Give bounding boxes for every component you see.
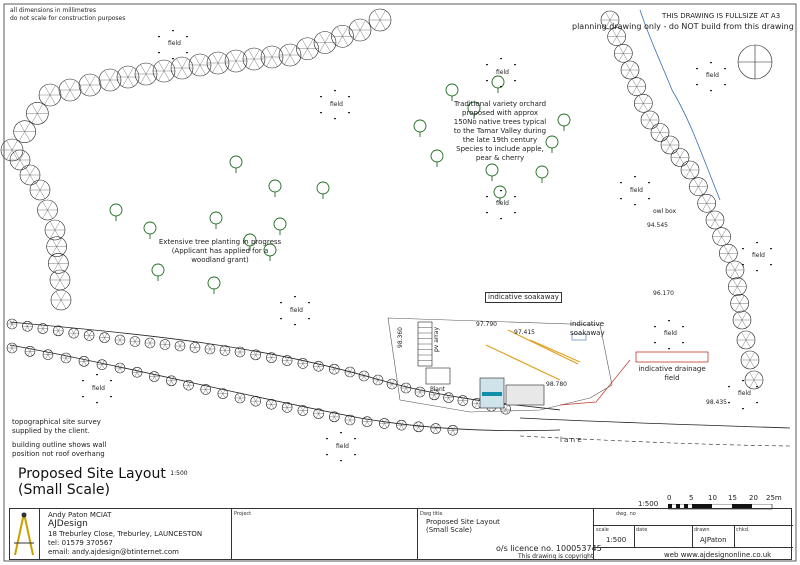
tree-symbol	[263, 243, 277, 261]
spot-level: 94.545	[647, 222, 668, 229]
field-label: field	[336, 443, 349, 450]
tree-symbol	[207, 276, 221, 294]
drainage-pipe	[559, 359, 631, 406]
lane-upper	[519, 417, 791, 429]
note-line: pear & cherry	[475, 154, 525, 162]
spot-level: 98.435	[706, 399, 727, 406]
sheet-border	[3, 3, 797, 562]
hedgerows	[0, 8, 764, 436]
spot-level: 97.790	[476, 321, 497, 328]
site-boundary	[387, 317, 613, 413]
lane-label: l a n e	[560, 436, 582, 444]
note-line: (Applicant has applied for a	[171, 247, 269, 255]
note-line: position not roof overhang	[12, 450, 105, 458]
tree-symbol	[485, 163, 499, 181]
tree-symbol	[151, 263, 165, 281]
scale-bar-graphic	[668, 504, 773, 510]
tree-symbol	[545, 135, 559, 153]
spot-level: 98.780	[546, 381, 567, 388]
note-line: supplied by the client.	[12, 427, 90, 435]
spot-level: 98.360	[397, 327, 404, 348]
field-label: field	[664, 330, 677, 337]
note-line: woodland grant)	[191, 256, 249, 264]
spot-level: 97.415	[514, 329, 535, 336]
tree-symbol	[445, 83, 459, 101]
tree-symbol	[229, 155, 243, 173]
road-lower-edge	[9, 344, 561, 432]
tree-symbol	[493, 185, 507, 203]
drainage-field-rect	[635, 351, 709, 363]
note-line: the late 19th century	[462, 136, 538, 144]
drainage-field-label: indicative drainage field	[638, 365, 706, 382]
fullsize-note: THIS DRAWING IS FULLSIZE AT A3	[662, 12, 781, 20]
tree-symbol	[209, 211, 223, 229]
soakaway-box	[571, 333, 587, 341]
meta-cell: dwg. no scale 1:500 date drawn AJPaton c…	[594, 509, 793, 559]
stream-line	[639, 9, 721, 201]
orchard-trees	[109, 75, 571, 294]
note-line: 150No native trees typical	[453, 118, 547, 126]
tree-symbol	[243, 233, 257, 251]
lane-lower	[519, 435, 791, 447]
tree-symbol	[413, 119, 427, 137]
pv-array-label: pv array	[433, 327, 440, 352]
dwg-title-cell: Dwg title Proposed Site Layout (Small Sc…	[420, 509, 602, 560]
project-cell: Project	[232, 509, 418, 559]
plant-enclosure	[425, 367, 451, 385]
field-label: field	[168, 40, 181, 47]
planning-warning: planning drawing only - do NOT build fro…	[572, 22, 794, 31]
note-line: Traditional variety orchard	[453, 100, 547, 108]
tree-symbol	[316, 181, 330, 199]
pv-array-panels	[418, 327, 432, 361]
field-label: field	[706, 72, 719, 79]
tree-symbol	[557, 113, 571, 131]
author-cell: Andy Paton MCIAT AJDesign 18 Treburley C…	[40, 509, 232, 559]
note-line: Species to include apple,	[456, 145, 544, 153]
note-line: proposed with approx	[462, 109, 538, 117]
field-label: field	[290, 307, 303, 314]
note-line: building outline shows wall	[12, 441, 107, 449]
tree-planting-note: Extensive tree planting in progress(Appl…	[150, 238, 290, 265]
tree-symbol	[143, 221, 157, 239]
tree-symbol	[268, 179, 282, 197]
logo-cell	[10, 509, 40, 559]
field-label: field	[738, 390, 751, 397]
building-block-2	[505, 384, 545, 406]
road-upper-edge	[9, 321, 561, 411]
note-line: to the Tamar Valley during	[453, 127, 547, 135]
field-symbol-marks	[82, 30, 772, 462]
ground-mounted-pv-rows	[485, 329, 581, 381]
field-label: field	[92, 385, 105, 392]
title-block: Andy Paton MCIAT AJDesign 18 Treburley C…	[9, 508, 793, 560]
field-label: field	[630, 187, 643, 194]
dimensions-note: all dimensions in millimetres	[10, 7, 96, 14]
soakaway-note-2: indicative soakaway	[570, 320, 605, 337]
tree-symbol	[467, 101, 481, 119]
compass-logo-icon	[14, 512, 34, 556]
tree-symbol	[491, 75, 505, 93]
note-line: topographical site survey	[12, 418, 101, 426]
tree-symbol	[430, 149, 444, 167]
plant-label: Plant	[430, 386, 446, 393]
construction-note: do not scale for construction purposes	[10, 15, 126, 22]
field-label: field	[330, 101, 343, 108]
tree-symbol	[535, 165, 549, 183]
field-label: field	[496, 69, 509, 76]
field-label: field	[496, 200, 509, 207]
note-line: Extensive tree planting in progress	[158, 238, 282, 246]
tree-symbol	[273, 217, 287, 235]
drawing-title: Proposed Site Layout 1:500 (Small Scale)	[18, 466, 188, 498]
field-label: field	[752, 252, 765, 259]
spot-level: 96.170	[653, 290, 674, 297]
soakaway-note: indicative soakaway	[485, 292, 562, 303]
tree-symbol	[109, 203, 123, 221]
owl-box-label: owl box	[653, 208, 676, 215]
building-glazing	[482, 392, 502, 396]
